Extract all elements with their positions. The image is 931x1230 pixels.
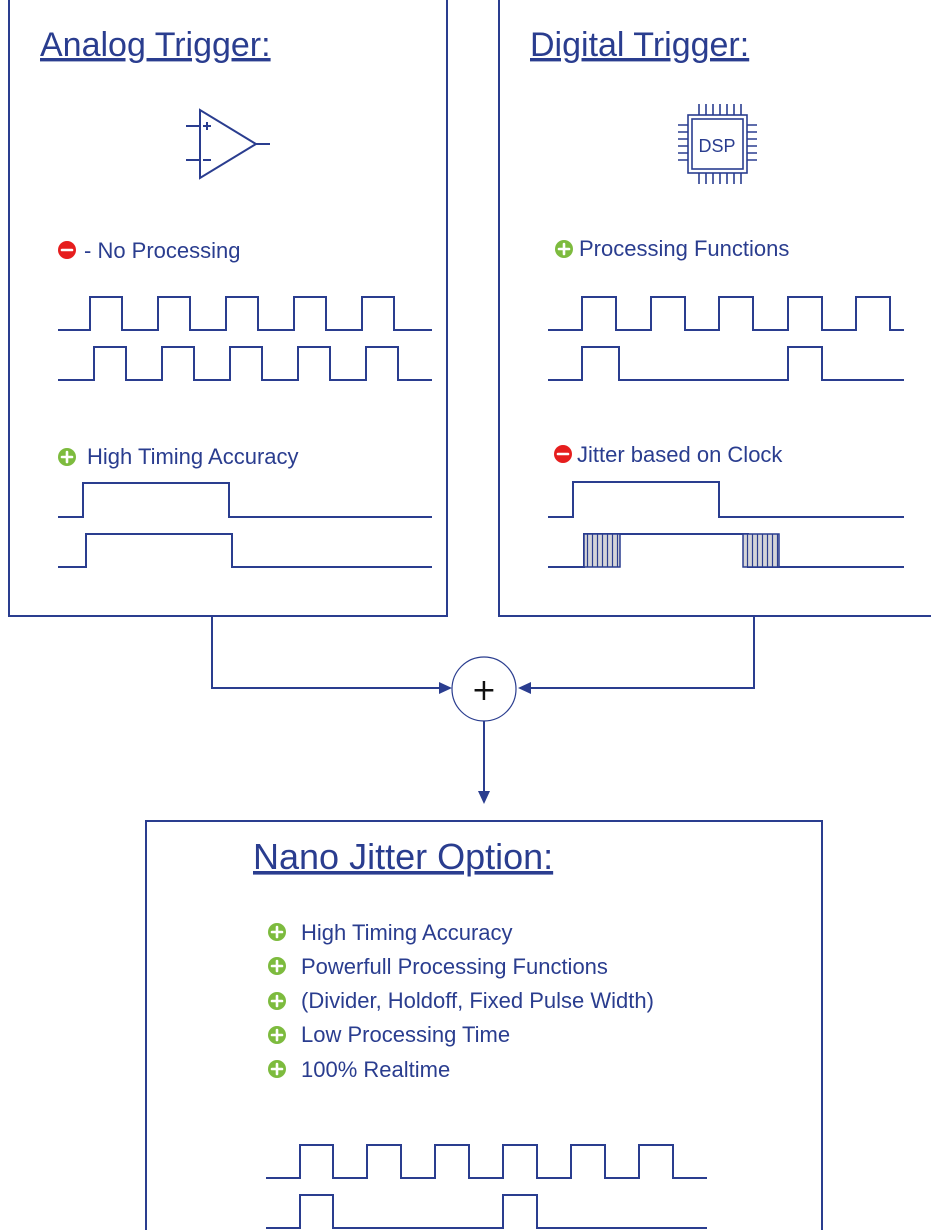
feature-label: Low Processing Time (301, 1022, 510, 1047)
minus-circle-icon (554, 445, 572, 463)
chip-icon: DSP (678, 104, 757, 184)
chip-label: DSP (698, 136, 735, 156)
digital-trigger-panel: Digital Trigger: DSP Processing Function… (498, 0, 931, 617)
analog-output-waveform (58, 346, 432, 381)
analog-box (8, 0, 448, 617)
list-item: 100% Realtime (268, 1057, 450, 1082)
list-item: (Divider, Holdoff, Fixed Pulse Width) (268, 988, 654, 1013)
digital-connector (531, 616, 755, 689)
minus-circle-icon (58, 241, 76, 259)
analog-con-label: - No Processing (84, 238, 241, 263)
plus-circle-icon (268, 992, 286, 1010)
digital-box (498, 0, 931, 617)
plus-circle-icon (268, 923, 286, 941)
digital-title: Digital Trigger: (530, 26, 749, 64)
analog-title: Analog Trigger: (40, 26, 271, 64)
jitter-band (742, 533, 780, 568)
analog-trigger-panel: Analog Trigger: - No Processing High Tim… (8, 0, 448, 617)
summing-symbol: + (471, 673, 496, 708)
arrowhead-right (439, 682, 452, 694)
arrowhead-left (518, 682, 531, 694)
plus-circle-icon (58, 448, 76, 466)
plus-circle-icon (268, 957, 286, 975)
jitter-band (583, 533, 621, 568)
list-item: Powerfull Processing Functions (268, 954, 608, 979)
digital-input-waveform (548, 296, 904, 331)
plus-circle-icon (555, 240, 573, 258)
feature-label: Powerfull Processing Functions (301, 954, 608, 979)
result-title: Nano Jitter Option: (253, 836, 553, 877)
nano-jitter-panel: Nano Jitter Option: High Timing Accuracy… (145, 820, 823, 1230)
result-box (145, 820, 823, 1230)
list-item: High Timing Accuracy (268, 920, 513, 945)
feature-label: High Timing Accuracy (301, 920, 513, 945)
plus-circle-icon (268, 1026, 286, 1044)
analog-timing-input-waveform (58, 482, 432, 518)
digital-con-label: Jitter based on Clock (577, 442, 783, 467)
analog-pro-label: High Timing Accuracy (87, 444, 299, 469)
analog-input-waveform (58, 296, 432, 331)
result-input-waveform (266, 1144, 707, 1179)
result-output-waveform (266, 1194, 707, 1229)
digital-timing-output-waveform (548, 533, 904, 568)
opamp-icon (186, 108, 270, 180)
list-item: Low Processing Time (268, 1022, 510, 1047)
feature-label: 100% Realtime (301, 1057, 450, 1082)
feature-list: High Timing Accuracy Powerfull Processin… (268, 920, 654, 1082)
digital-timing-input-waveform (548, 481, 904, 518)
connectors: + (211, 616, 755, 804)
digital-pro-label: Processing Functions (579, 236, 789, 261)
digital-output-waveform (548, 346, 904, 381)
feature-label: (Divider, Holdoff, Fixed Pulse Width) (301, 988, 654, 1013)
plus-circle-icon (268, 1060, 286, 1078)
arrowhead-down (478, 791, 490, 804)
analog-timing-output-waveform (58, 533, 432, 568)
analog-connector (211, 616, 440, 689)
